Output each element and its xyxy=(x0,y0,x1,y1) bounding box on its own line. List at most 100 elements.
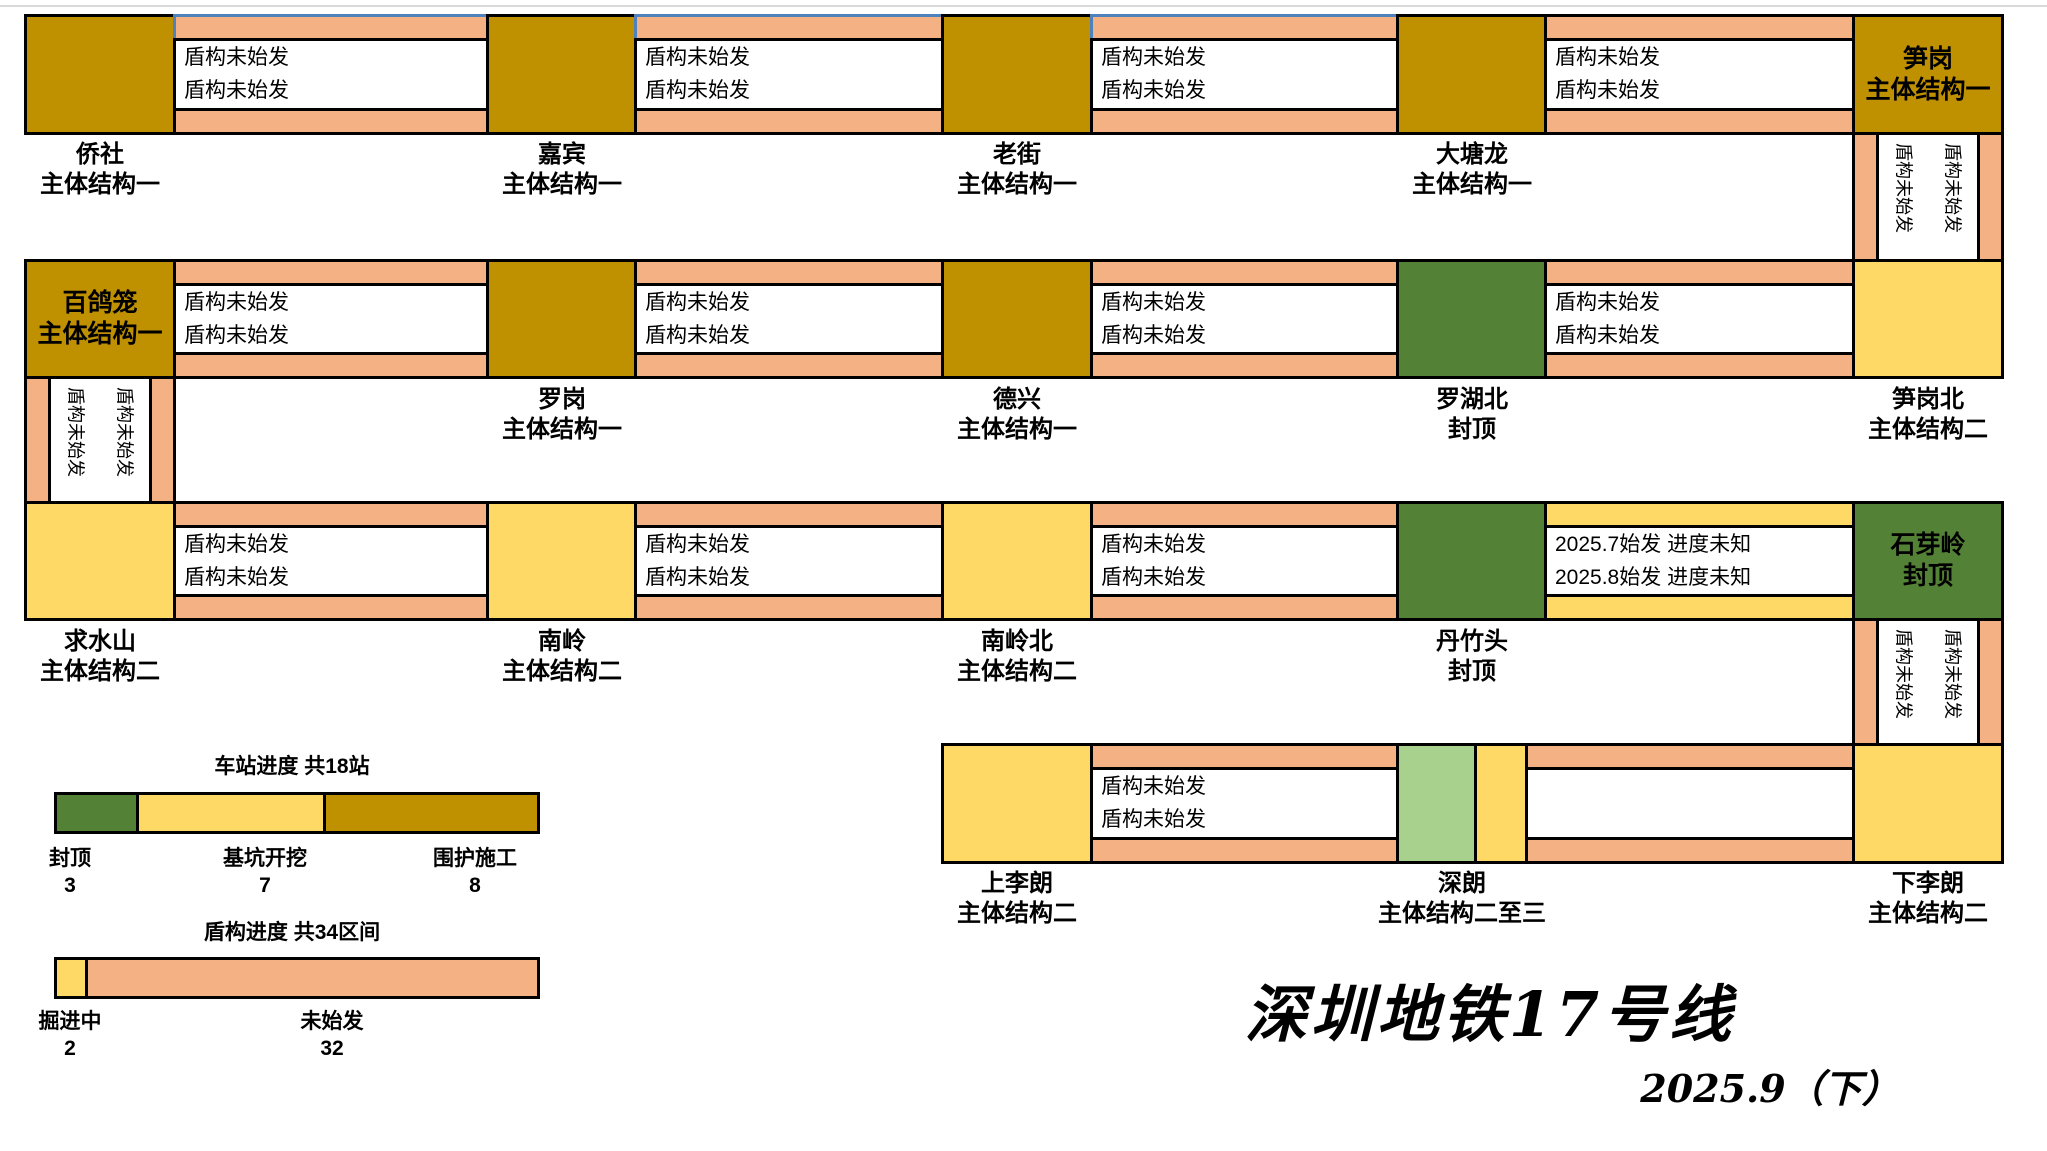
tunnel-status-line: 盾构未始发 xyxy=(184,532,289,556)
tunnel-bore-bar xyxy=(1544,14,1855,41)
station-box-qiaoshe xyxy=(24,14,176,135)
tunnel-bore-bar xyxy=(1090,594,1399,621)
station-box-shenlang-part1 xyxy=(1396,743,1477,864)
legend-station-bar xyxy=(54,792,540,834)
station-status: 封顶 xyxy=(1448,416,1496,443)
station-box-luogang xyxy=(486,259,637,379)
tunnel-status-box-vertical: 盾构未始发 盾构未始发 xyxy=(48,376,152,504)
tunnel-status-line: 盾构未始发 xyxy=(1101,290,1206,314)
tunnel-bore-bar xyxy=(634,501,944,528)
station-name: 罗湖北 xyxy=(1436,386,1508,413)
station-label-nanlingbei: 南岭北 主体结构二 xyxy=(867,627,1167,687)
tunnel-bore-bar xyxy=(1544,108,1855,135)
tunnel-status-line: 盾构未始发 xyxy=(1555,323,1660,347)
tunnel-bore-bar xyxy=(173,108,489,135)
tunnel-bore-bar xyxy=(1544,259,1855,286)
legend-label-count: 3 xyxy=(64,874,76,897)
tunnel-status-line: 盾构未始发 xyxy=(184,565,289,589)
legend-label-topped-out: 封顶 3 xyxy=(20,845,120,899)
tunnel-bore-bar xyxy=(634,594,944,621)
tunnel-bore-bar xyxy=(173,352,489,379)
station-label-laojie: 老街 主体结构一 xyxy=(867,140,1167,200)
legend-seg-tunneling xyxy=(57,960,89,996)
tunnel-status-box: 盾构未始发 盾构未始发 xyxy=(634,525,944,597)
tunnel-status-line: 盾构未始发 xyxy=(1101,79,1206,103)
station-status: 主体结构二 xyxy=(1868,416,1988,443)
tunnel-status-line: 盾构未始发 xyxy=(1101,45,1206,69)
station-name: 侨社 xyxy=(76,141,124,168)
tunnel-bore-bar-vertical xyxy=(1852,618,1879,746)
tunnel-bore-bar xyxy=(1525,837,1855,864)
tunnel-bore-bar xyxy=(1544,594,1855,621)
tunnel-bore-bar xyxy=(1090,837,1399,864)
tunnel-bore-bar xyxy=(1090,743,1399,770)
tunnel-status-line: 盾构未始发 xyxy=(1101,323,1206,347)
station-box-luohubei xyxy=(1396,259,1547,379)
station-status: 主体结构一 xyxy=(502,416,622,443)
tunnel-status-box: 盾构未始发 盾构未始发 xyxy=(634,283,944,355)
station-box-datanglong xyxy=(1396,14,1547,135)
legend-label-excavation: 基坑开挖 7 xyxy=(185,845,345,899)
legend-label-tunneling: 掘进中 2 xyxy=(20,1008,120,1062)
station-status: 封顶 xyxy=(1902,562,1953,590)
station-box-shanglilang xyxy=(941,743,1093,864)
station-box-danzhutou xyxy=(1396,501,1547,621)
tunnel-bore-bar xyxy=(1090,108,1399,135)
tunnel-status-line: 盾构未始发 xyxy=(1101,532,1206,556)
station-name: 罗岗 xyxy=(538,386,586,413)
page-title: 深圳地铁17号线 xyxy=(1244,978,1736,1051)
station-label-jiabin: 嘉宾 主体结构一 xyxy=(412,140,712,200)
station-status: 主体结构二至三 xyxy=(1378,900,1546,927)
station-name: 老街 xyxy=(993,141,1041,168)
tunnel-status-box: 2025.7始发 进度未知 2025.8始发 进度未知 xyxy=(1544,525,1855,597)
station-status: 主体结构一 xyxy=(502,171,622,198)
station-status: 主体结构一 xyxy=(1865,75,1991,104)
legend-tunnel-bar xyxy=(54,957,540,999)
station-label-qiushuishan: 求水山 主体结构二 xyxy=(0,627,250,687)
legend-label-not-launched: 未始发 32 xyxy=(252,1008,412,1062)
legend-label-count: 7 xyxy=(259,874,271,897)
station-label-danzhutou: 丹竹头 封顶 xyxy=(1322,627,1622,687)
tunnel-status-line: 盾构未始发 xyxy=(114,387,135,477)
station-name: 嘉宾 xyxy=(538,141,586,168)
station-box-sungangbei xyxy=(1852,259,2004,379)
station-name: 笋岗 xyxy=(1902,44,1953,73)
legend-station-title: 车站进度 共18站 xyxy=(214,755,370,778)
tunnel-bore-bar-vertical xyxy=(1852,132,1879,262)
tunnel-bore-bar xyxy=(1544,501,1855,528)
tunnel-status-line: 盾构未始发 xyxy=(184,323,289,347)
tunnel-status-box: 盾构未始发 盾构未始发 xyxy=(1090,525,1399,597)
station-box-dexing xyxy=(941,259,1093,379)
station-status: 主体结构一 xyxy=(37,320,163,348)
tunnel-bore-bar xyxy=(1090,14,1399,41)
station-label-datanglong: 大塘龙 主体结构一 xyxy=(1322,140,1622,200)
tunnel-bore-bar xyxy=(634,108,944,135)
legend-label-text: 围护施工 xyxy=(433,847,517,870)
station-box-jiabin xyxy=(486,14,637,135)
legend-label-text: 基坑开挖 xyxy=(223,847,307,870)
tunnel-status-box: 盾构未始发 盾构未始发 xyxy=(173,283,489,355)
station-name: 深朗 xyxy=(1438,870,1486,897)
top-divider-line xyxy=(0,5,2047,7)
station-label-dexing: 德兴 主体结构一 xyxy=(867,385,1167,445)
station-box-shenlang-part2 xyxy=(1474,743,1528,864)
station-name: 丹竹头 xyxy=(1436,628,1508,655)
tunnel-status-line: 盾构未始发 xyxy=(184,290,289,314)
station-name: 上李朗 xyxy=(981,870,1053,897)
station-label-sungangbei: 笋岗北 主体结构二 xyxy=(1778,385,2047,445)
station-name: 大塘龙 xyxy=(1436,141,1508,168)
tunnel-bore-bar xyxy=(1090,259,1399,286)
tunnel-status-box: 盾构未始发 盾构未始发 xyxy=(1090,38,1399,111)
legend-seg-not-launched xyxy=(88,960,537,996)
tunnel-status-box: 盾构未始发 盾构未始发 xyxy=(173,38,489,111)
tunnel-status-line: 盾构未始发 xyxy=(184,45,289,69)
tunnel-bore-bar xyxy=(634,259,944,286)
tunnel-status-line: 盾构未始发 xyxy=(1893,629,1914,719)
tunnel-status-line: 盾构未始发 xyxy=(1942,143,1963,233)
legend-tunnel-title: 盾构进度 共34区间 xyxy=(203,921,381,944)
page-date: 2025.9（下） xyxy=(1640,1066,1900,1111)
tunnel-status-line: 盾构未始发 xyxy=(645,532,750,556)
station-status: 主体结构一 xyxy=(957,171,1077,198)
station-name: 百鸽笼 xyxy=(62,289,138,317)
station-box-baigelong: 百鸽笼 主体结构一 xyxy=(24,259,176,379)
